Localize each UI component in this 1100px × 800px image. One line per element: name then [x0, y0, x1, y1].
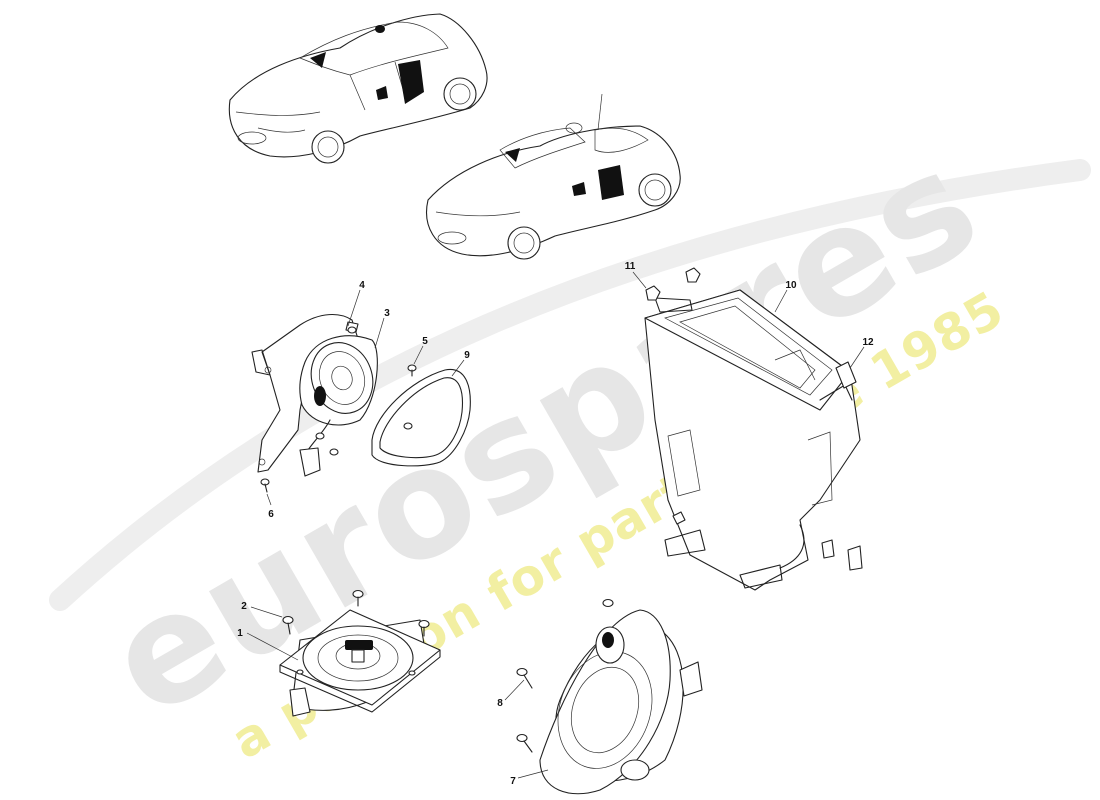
- connector-small: [821, 539, 863, 571]
- screws-part-2: [282, 589, 430, 637]
- screw-part-5: [407, 364, 417, 377]
- watermark-swoosh: [49, 159, 1091, 611]
- callout-6: 6: [268, 509, 274, 520]
- callout-3: 3: [384, 308, 390, 319]
- speaker-location-marker: [398, 60, 424, 104]
- callout-1: 1: [237, 628, 243, 639]
- square-speaker: [279, 609, 441, 717]
- speaker-gasket-seal: [371, 368, 471, 467]
- callout-2: 2: [241, 601, 247, 612]
- callout-11: 11: [625, 261, 636, 272]
- coupe-car-illustration: [228, 13, 488, 164]
- callout-10: 10: [785, 280, 797, 291]
- screws-part-8: [516, 667, 533, 753]
- speaker-location-marker: [598, 165, 624, 200]
- clip-part-12: [835, 361, 857, 389]
- callout-9: 9: [464, 350, 470, 361]
- screw-part-6: [260, 478, 270, 493]
- roadster-car-illustration: [426, 93, 681, 260]
- callout-8: 8: [497, 698, 503, 709]
- callout-4: 4: [359, 280, 365, 291]
- callout-7: 7: [510, 776, 516, 787]
- nuts-part-11: [645, 267, 701, 525]
- fasteners-group: [260, 326, 417, 493]
- callout-5: 5: [422, 336, 428, 347]
- callout-12: 12: [862, 337, 874, 348]
- leader-lines: [246, 271, 865, 779]
- tweeter-speaker: [299, 335, 378, 477]
- callout-labels: 1 2 3 4 5 6 7 8 9 10 11 12: [237, 261, 874, 787]
- oval-speaker: [539, 598, 703, 795]
